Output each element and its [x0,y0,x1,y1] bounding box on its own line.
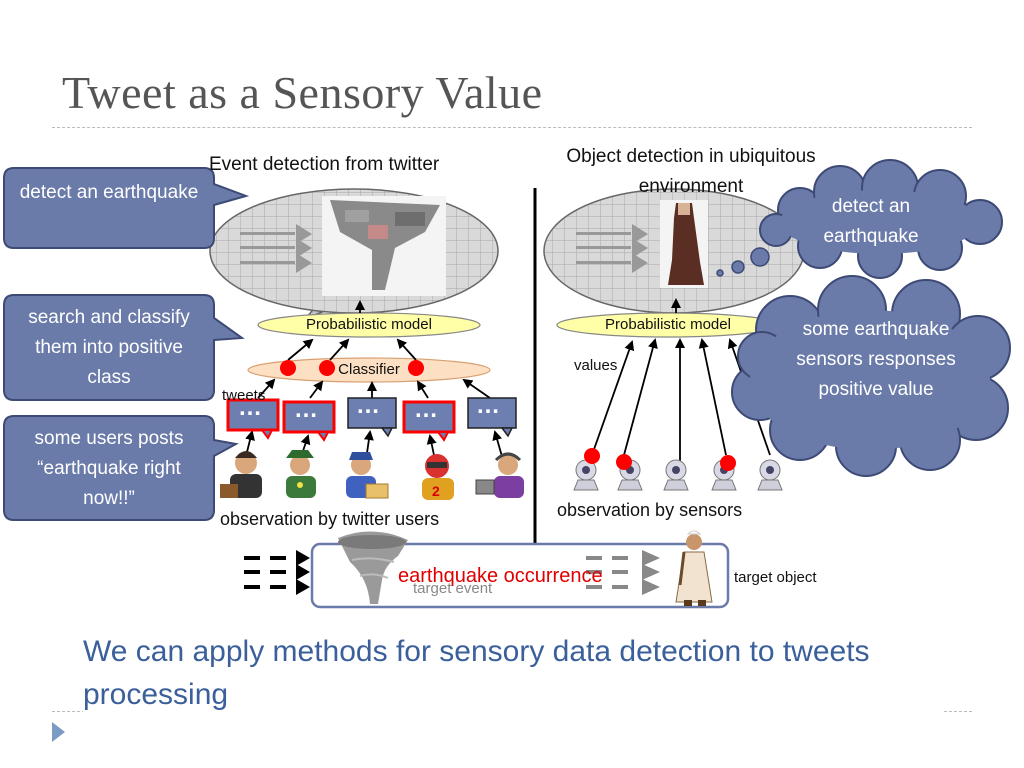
user-courier-icon [346,452,389,499]
callout-detect-left: detect an earthquake [19,182,199,203]
right-model-label: Probabilistic model [605,316,731,333]
user-soldier-icon [286,450,316,498]
left-model-label: Probabilistic model [306,316,432,333]
tweet-box-5 [467,397,517,438]
classifier-label: Classifier [338,361,400,378]
positive-markers-right [584,448,736,471]
left-panel-heading: Event detection from twitter [209,154,440,175]
values-label: values [574,357,618,374]
positive-markers-left [280,360,424,376]
callout-search-classify: search and classify them into positive c… [28,307,190,388]
tweet-to-classifier-arrows [257,378,491,399]
right-callouts [731,159,1011,477]
person-icon [675,530,713,606]
slide-title: Tweet as a Sensory Value [62,67,543,118]
cloud-callout-bottom [731,275,1011,477]
target-object-label: target object [734,569,817,586]
right-panel-heading: Object detection in ubiquitous environme… [566,146,816,197]
target-event-arrows [244,550,660,595]
cloud-callout-top [759,159,1003,279]
user-racer-icon: 2 [422,454,454,500]
user-businessman-icon [220,451,262,498]
title-divider [52,127,972,128]
user-operator-icon [475,452,524,498]
tornado-mosaic [322,196,446,296]
tweet-glyph-3: … [356,392,380,419]
person-mosaic [660,200,708,288]
callout-sensors-positive: some earthquake sensors responses positi… [796,319,956,400]
tornado-icon [338,531,408,604]
right-thought-bubble [543,188,805,314]
tweet-box-3 [347,397,397,438]
tweet-box-1 [226,398,280,440]
tweets-label: tweets [222,387,266,404]
left-observation-label: observation by twitter users [220,509,440,529]
sensor-to-model-arrows [591,338,771,462]
left-callouts [3,167,250,521]
tweet-box-2 [282,400,336,442]
tweet-glyph-5: … [476,392,500,419]
svg-text:2: 2 [432,483,440,499]
next-slide-arrow-icon[interactable] [52,722,65,742]
callout-detect-right: detect an earthquake [823,196,919,247]
webcam-sensor-icon [663,459,689,491]
twitter-user-icons: 2 [220,450,524,500]
webcam-sensor-icon [757,459,783,491]
webcam-sensor-icons [573,459,783,491]
classifier-to-model-arrows [287,338,417,361]
radar-arrows-left [240,224,312,273]
left-thought-bubble [209,188,499,320]
user-to-tweet-arrows [244,430,504,461]
left-model-ellipse [257,312,481,338]
tweet-box-4 [402,400,456,442]
webcam-sensor-icon [573,459,599,491]
right-observation-label: observation by sensors [557,500,743,520]
tweet-glyph-1: … [238,394,262,421]
thought-dots-right [716,247,770,277]
tweet-boxes [226,397,517,442]
tweet-glyph-2: … [294,396,318,423]
target-event-label: target event [413,580,493,597]
summary-text: We can apply methods for sensory data de… [83,630,943,716]
earthquake-occurrence-label: earthquake occurrence [398,565,603,587]
radar-arrows-right [576,224,648,273]
tweet-glyph-4: … [414,396,438,423]
callout-users-post: some users posts “earthquake right now!!… [34,428,184,509]
